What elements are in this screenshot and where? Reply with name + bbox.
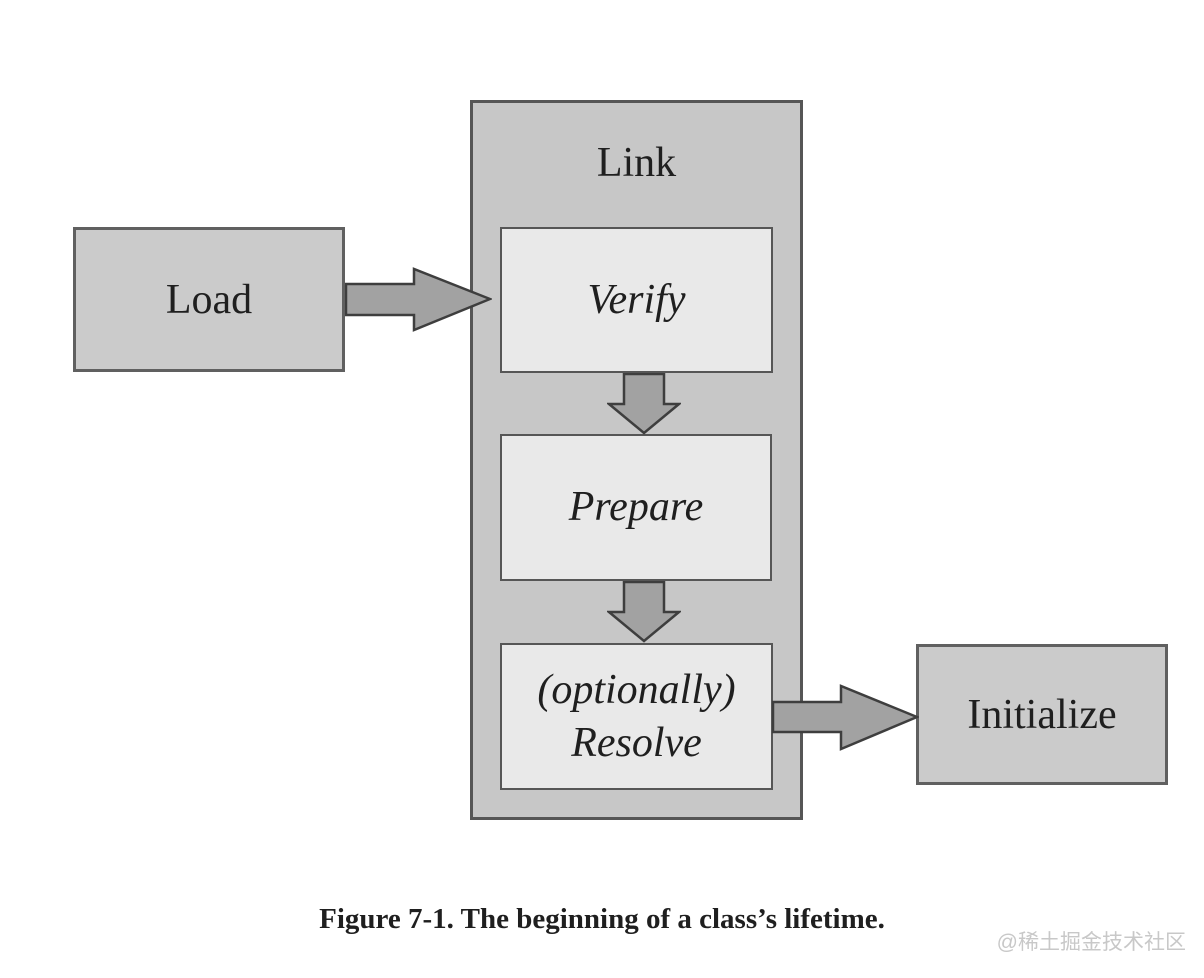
node-resolve: (optionally) Resolve xyxy=(500,643,773,790)
node-prepare: Prepare xyxy=(500,434,772,581)
node-prepare-label: Prepare xyxy=(568,484,704,531)
link-group-title: Link xyxy=(596,140,677,186)
node-verify-label: Verify xyxy=(587,276,686,323)
node-resolve-label-line1: (optionally) xyxy=(537,667,736,714)
arrow-prepare-to-resolve-icon xyxy=(607,581,681,643)
node-load-label: Load xyxy=(165,276,253,323)
arrow-verify-to-prepare-icon xyxy=(607,373,681,435)
node-resolve-label-line2: Resolve xyxy=(571,719,702,766)
arrow-load-to-link-icon xyxy=(345,267,492,332)
arrow-resolve-to-initialize-icon xyxy=(772,684,919,751)
watermark: @稀土掘金技术社区 xyxy=(996,931,1186,954)
figure-caption: Figure 7-1. The beginning of a class’s l… xyxy=(319,903,885,935)
node-initialize-label: Initialize xyxy=(967,691,1117,738)
node-verify: Verify xyxy=(500,227,773,373)
node-initialize: Initialize xyxy=(916,644,1168,785)
node-load: Load xyxy=(73,227,345,372)
node-resolve-label: (optionally) Resolve xyxy=(537,664,735,768)
